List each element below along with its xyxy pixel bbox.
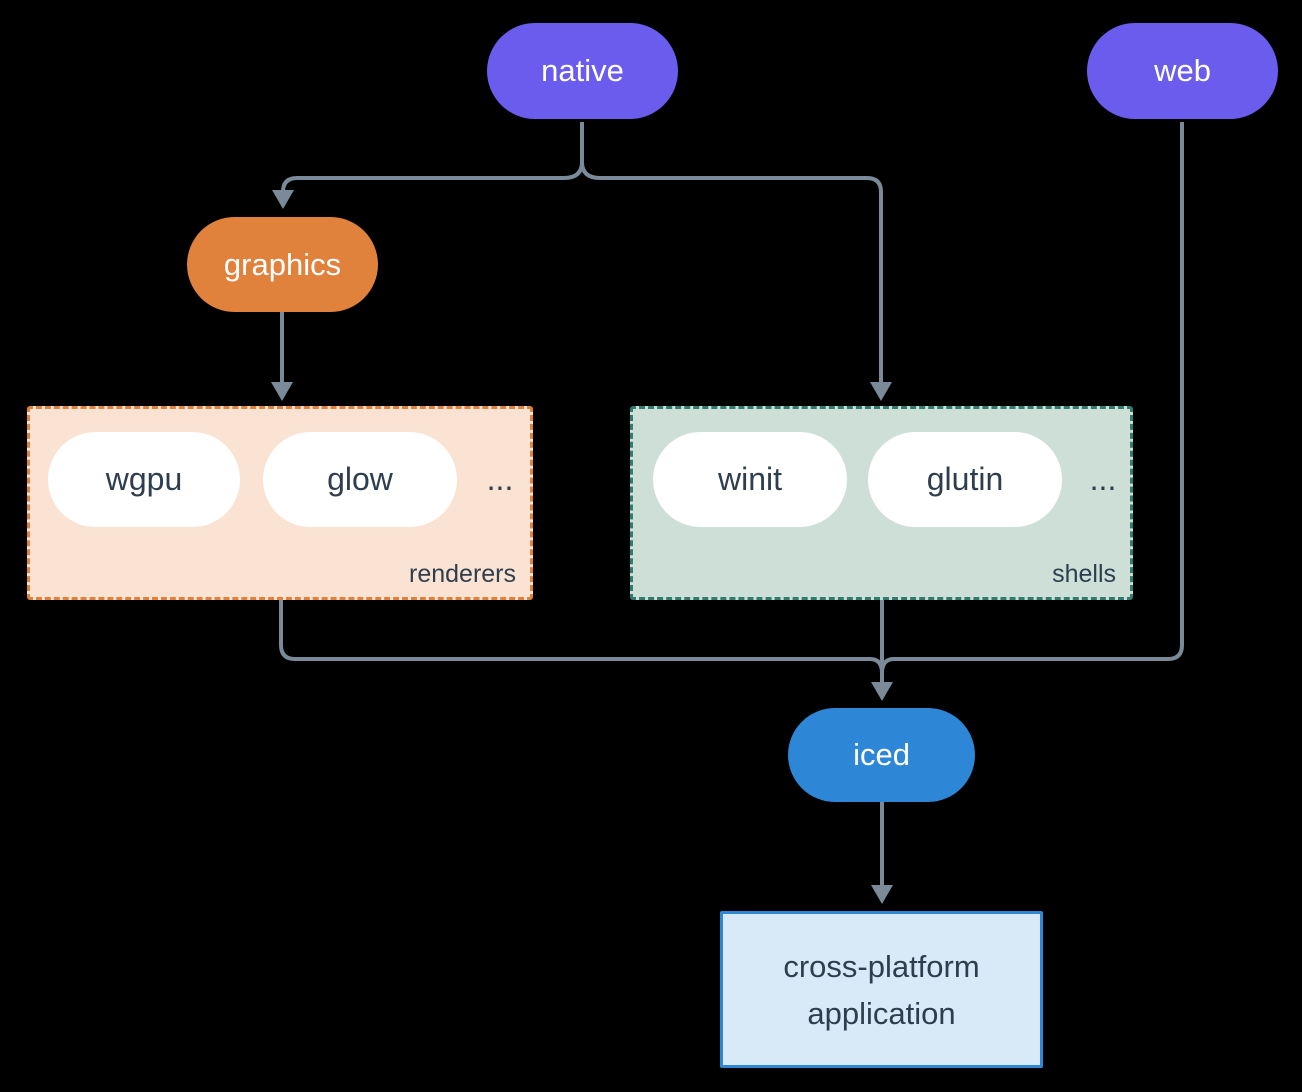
node-wgpu: wgpu — [48, 432, 240, 527]
edge-renderers-to-merge — [279, 600, 870, 661]
app-label-line2: application — [807, 995, 956, 1031]
renderers-group-box: wgpu glow ... renderers — [27, 406, 533, 600]
node-iced: iced — [788, 708, 975, 802]
renderers-label: renderers — [409, 560, 516, 588]
app-label-line1: cross-platform — [783, 948, 980, 984]
edge-split-flare-right — [580, 161, 601, 180]
edge-native-to-graphics — [281, 176, 564, 193]
node-winit: winit — [653, 432, 847, 527]
edge-web-to-merge — [894, 122, 1184, 661]
arrowhead-renderers — [271, 382, 293, 401]
arrowhead-app — [871, 885, 893, 904]
shells-label: shells — [1052, 560, 1116, 588]
node-native: native — [487, 23, 678, 119]
node-web: web — [1087, 23, 1278, 119]
node-glutin: glutin — [868, 432, 1062, 527]
arrowhead-iced — [871, 682, 893, 701]
edge-native-to-shells — [600, 176, 883, 382]
node-graphics: graphics — [187, 217, 378, 312]
node-glow: glow — [263, 432, 457, 527]
node-cross-platform-application: cross-platform application — [720, 911, 1043, 1068]
renderers-ellipsis: ... — [486, 461, 514, 497]
shells-group-box: winit glutin ... shells — [630, 406, 1133, 600]
edge-split-flare-left — [563, 161, 584, 180]
arrowhead-shells — [870, 382, 892, 401]
arrowhead-graphics — [272, 190, 294, 209]
shells-ellipsis: ... — [1089, 461, 1117, 497]
